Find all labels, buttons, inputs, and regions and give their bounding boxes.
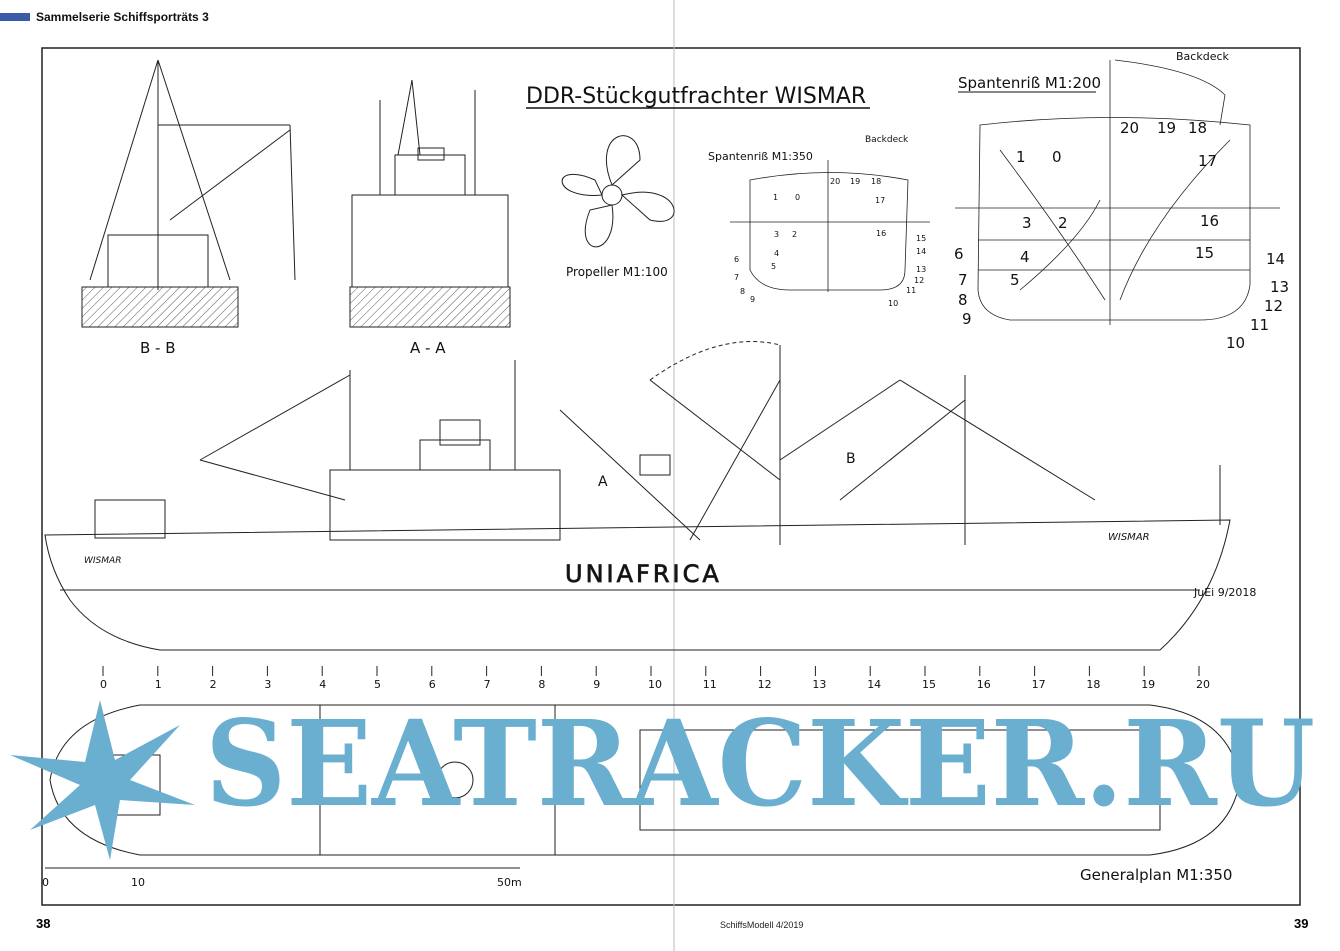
body-plan-frame-label: 11	[906, 286, 916, 295]
body-plan-frame-label: 3	[1022, 214, 1032, 232]
drawing-title: DDR-Stückgutfrachter WISMAR	[526, 84, 866, 109]
frame-number: 12	[758, 678, 772, 691]
waves-icon	[0, 6, 30, 21]
page-header: Sammelserie Schiffsporträts 3	[0, 6, 209, 24]
body-plan-frame-label: 12	[914, 276, 924, 285]
series-title: Sammelserie Schiffsporträts 3	[36, 10, 209, 24]
frame-number: 2	[210, 678, 217, 691]
frame-number: 15	[922, 678, 936, 691]
signature: JuEi 9/2018	[1193, 586, 1256, 599]
general-plan-label: Generalplan M1:350	[1080, 866, 1232, 884]
body-plan-large-deck-label: Backdeck	[1176, 50, 1230, 63]
section-aa-drawing	[349, 79, 511, 328]
frame-number: 7	[484, 678, 491, 691]
scale-50m: 50m	[497, 876, 522, 889]
body-plan-frame-label: 15	[916, 234, 926, 243]
body-plan-frame-label: 11	[1250, 316, 1269, 334]
body-plan-large	[955, 59, 1280, 325]
body-plan-large-label: Spantenriß M1:200	[958, 74, 1101, 92]
frame-number: 13	[812, 678, 826, 691]
body-plan-frame-label: 16	[1200, 212, 1219, 230]
body-plan-frame-label: 8	[958, 291, 968, 309]
frame-number: 11	[703, 678, 717, 691]
body-plan-frame-label: 1	[773, 193, 778, 202]
drawing-frame	[41, 47, 1301, 906]
body-plan-frame-label: 7	[958, 271, 968, 289]
frame-number: 16	[977, 678, 991, 691]
body-plan-small-deck-label: Backdeck	[865, 135, 909, 145]
body-plan-frame-label: 9	[750, 295, 755, 304]
body-plan-frame-label: 6	[954, 245, 964, 263]
frame-number: 10	[648, 678, 662, 691]
body-plan-small-label: Spantenriß M1:350	[708, 150, 813, 163]
hull-name-bow: WISMAR	[1108, 532, 1150, 543]
body-plan-frame-label: 15	[1195, 244, 1214, 262]
body-plan-frame-label: 19	[1157, 119, 1176, 137]
frame-number: 18	[1086, 678, 1100, 691]
body-plan-frame-label: 18	[871, 177, 881, 186]
body-plan-frame-label: 6	[734, 255, 739, 264]
body-plan-frame-label: 17	[875, 196, 885, 205]
frame-number: 19	[1141, 678, 1155, 691]
frame-number: 0	[100, 678, 107, 691]
hull-name-stern: WISMAR	[84, 556, 121, 566]
body-plan-frame-label: 4	[1020, 248, 1030, 266]
body-plan-frame-label: 10	[888, 299, 898, 308]
ship-profile	[44, 341, 1231, 651]
section-bb-label: B - B	[140, 339, 176, 357]
body-plan-frame-label: 8	[740, 287, 745, 296]
frame-number: 9	[593, 678, 600, 691]
body-plan-frame-label: 5	[771, 262, 776, 271]
body-plan-frame-label: 9	[962, 310, 972, 328]
frame-number: 20	[1196, 678, 1210, 691]
frame-number: 6	[429, 678, 436, 691]
body-plan-frame-label: 3	[774, 230, 779, 239]
body-plan-frame-label: 19	[850, 177, 860, 186]
scale-10: 10	[131, 876, 145, 889]
section-mark-b: B	[846, 451, 856, 467]
propeller-drawing	[561, 135, 675, 248]
body-plan-frame-label: 13	[1270, 278, 1289, 296]
body-plan-frame-label: 7	[734, 273, 739, 282]
frame-number: 4	[319, 678, 326, 691]
frame-number: 14	[867, 678, 881, 691]
body-plan-frame-label: 18	[1188, 119, 1207, 137]
body-plan-frame-label: 17	[1198, 152, 1217, 170]
body-plan-frame-label: 2	[1058, 214, 1068, 232]
propeller-label: Propeller M1:100	[566, 265, 668, 279]
page-number-right: 39	[1294, 916, 1309, 931]
section-aa-label: A - A	[410, 339, 446, 357]
body-plan-frame-label: 13	[916, 265, 926, 274]
body-plan-frame-label: 1	[1016, 148, 1026, 166]
body-plan-frame-label: 20	[830, 177, 840, 186]
body-plan-frame-label: 4	[774, 249, 779, 258]
body-plan-frame-label: 16	[876, 229, 886, 238]
frame-number: 3	[264, 678, 271, 691]
watermark-star-icon	[10, 700, 195, 860]
body-plan-frame-label: 12	[1264, 297, 1283, 315]
section-mark-a: A	[598, 474, 608, 490]
body-plan-frame-label: 14	[1266, 250, 1285, 268]
watermark-text: SEATRACKER.RU	[205, 694, 1315, 833]
hull-lettering: UNIAFRICA	[565, 560, 722, 588]
body-plan-frame-label: 14	[916, 247, 926, 256]
body-plan-frame-label: 10	[1226, 334, 1245, 352]
magazine-issue: SchiffsModell 4/2019	[720, 920, 804, 930]
body-plan-frame-label: 0	[795, 193, 800, 202]
frame-number: 17	[1032, 678, 1046, 691]
scale-0: 0	[42, 876, 49, 889]
frame-number: 8	[538, 678, 545, 691]
body-plan-frame-label: 0	[1052, 148, 1062, 166]
body-plan-frame-label: 20	[1120, 119, 1139, 137]
body-plan-frame-label: 5	[1010, 271, 1020, 289]
page-number-left: 38	[36, 916, 51, 931]
frame-number: 1	[155, 678, 162, 691]
frame-number: 5	[374, 678, 381, 691]
body-plan-small	[730, 160, 930, 292]
body-plan-frame-label: 2	[792, 230, 797, 239]
section-bb-drawing	[81, 59, 296, 328]
